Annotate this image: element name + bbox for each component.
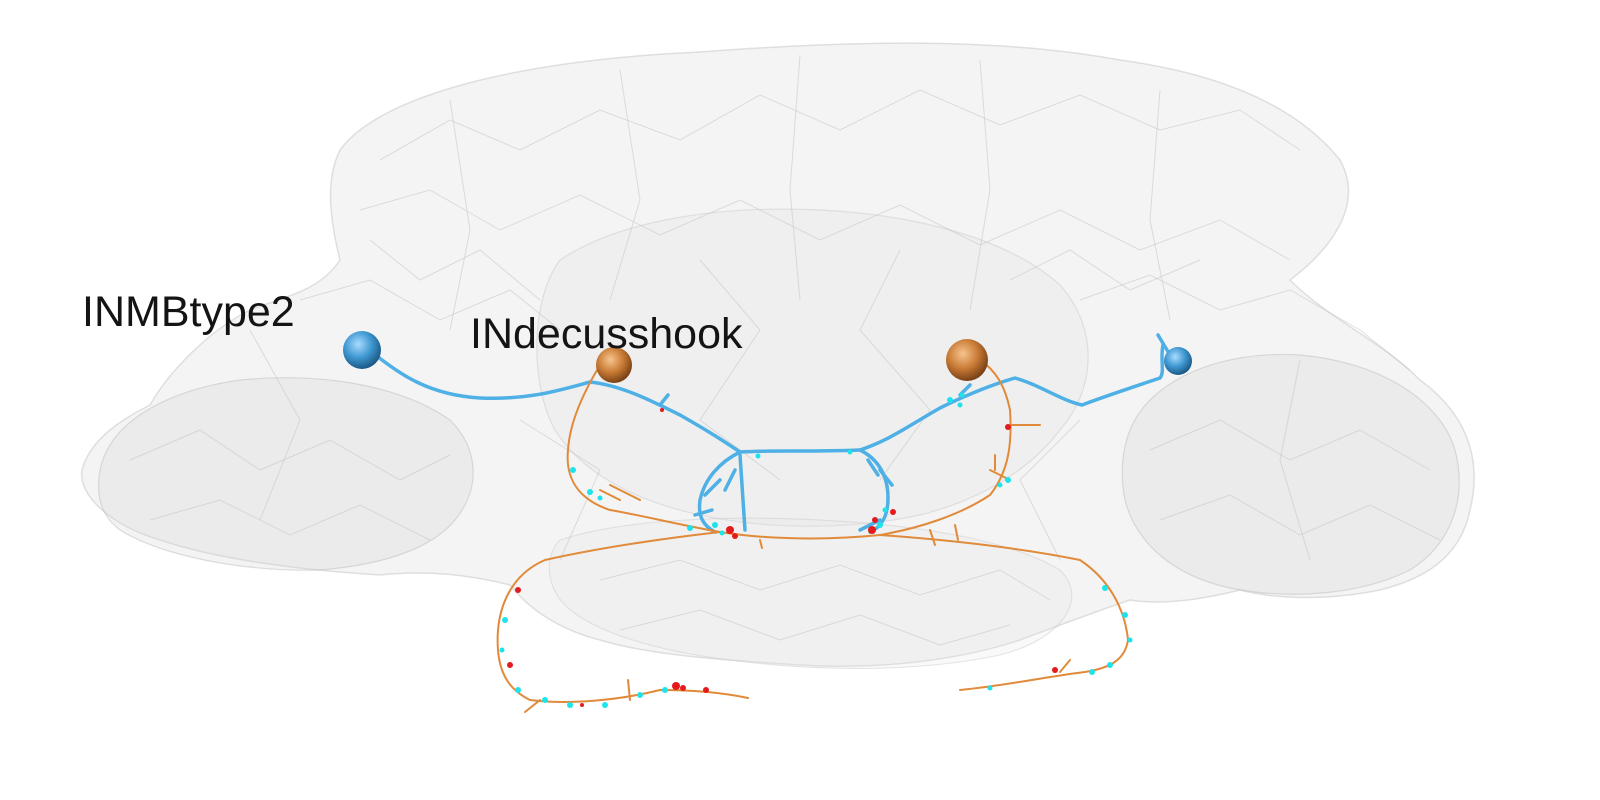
brain-mesh-right-lobe: [1121, 353, 1460, 595]
brain-mesh-facets: [129, 54, 1441, 646]
brain-mesh-outline: [80, 42, 1475, 667]
presynaptic-markers: [507, 408, 1058, 707]
label-inmbtype2: INMBtype2: [82, 288, 295, 336]
brain-mesh: [80, 42, 1475, 669]
postsynaptic-markers: [499, 392, 1133, 708]
soma-indecusshook-left: [596, 347, 632, 383]
brain-mesh-left-lobe: [98, 377, 474, 571]
neuron-inmbtype2-arbor: [370, 333, 1172, 534]
neuron-indecusshook-arbor: [496, 359, 1129, 713]
soma-inmbtype2-right: [1164, 347, 1192, 375]
soma-inmbtype2-left: [343, 331, 381, 369]
label-indecusshook: INdecusshook: [470, 310, 743, 358]
soma-indecusshook-right: [946, 339, 988, 381]
brain-mesh-lower-body: [548, 517, 1073, 669]
